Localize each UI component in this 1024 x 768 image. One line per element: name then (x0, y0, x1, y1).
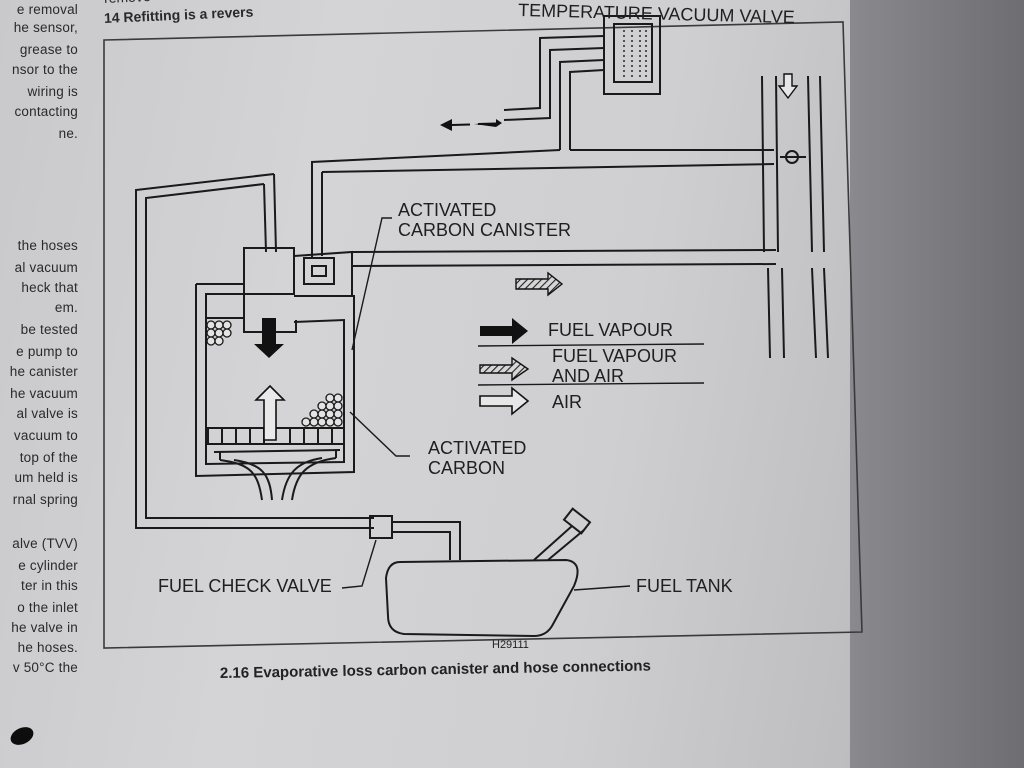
left-column-line: contacting (14, 104, 78, 119)
legend-3-line1: AIR (552, 392, 582, 412)
left-column-line: top of the (19, 450, 78, 465)
left-pointing-arrow (440, 119, 452, 131)
left-text-column: e removal he sensor, grease to nsor to the w… (0, 0, 100, 690)
left-column-line: al valve is (16, 406, 78, 421)
left-column-line: alve (TVV) (12, 536, 78, 551)
legend-hatched-arrow (479, 356, 530, 382)
left-column-line: heck that (21, 280, 78, 295)
book-page (0, 0, 850, 768)
left-column-line: e cylinder (18, 558, 78, 573)
legend-solid-arrow (480, 318, 528, 344)
left-column-line: he vacuum (10, 386, 78, 401)
canister-label-1: ACTIVATED (398, 200, 496, 220)
left-column-line: um held is (14, 470, 78, 485)
legend-2-line1: FUEL VAPOUR (552, 346, 677, 366)
left-column-line: o the inlet (17, 600, 78, 615)
left-column-line: he valve in (11, 620, 78, 635)
left-column-line: wiring is (27, 84, 78, 99)
outline-flow-arrow (254, 384, 286, 441)
left-column-line: e pump to (16, 344, 78, 359)
left-column-line: v 50°C the (12, 660, 78, 675)
diagram-frame (103, 21, 863, 649)
carbon-label-2: CARBON (428, 458, 505, 478)
ref-number: H29111 (492, 639, 529, 651)
fuel-tank-shape (384, 558, 579, 638)
left-column-line: ter in this (21, 578, 78, 593)
opposite-page-edge (850, 0, 1024, 768)
canister-label-2: CARBON CANISTER (398, 220, 571, 240)
left-column-line: rnal spring (12, 492, 78, 507)
left-column-line: em. (54, 300, 78, 315)
left-column-line: he sensor, (13, 20, 78, 35)
down-air-arrow (777, 73, 799, 100)
solid-flow-arrow (254, 318, 284, 358)
tvv-body (603, 15, 661, 95)
legend-outline-arrow (479, 386, 530, 416)
check-valve-label: FUEL CHECK VALVE (158, 576, 332, 596)
legend-2-line2: AND AIR (552, 366, 624, 386)
figure-caption: 2.16 Evaporative loss carbon canister an… (220, 657, 651, 682)
left-column-line: grease to (19, 42, 78, 57)
left-column-line: nsor to the (12, 62, 78, 77)
carbon-label-1: ACTIVATED (428, 438, 526, 458)
tvv-label: TEMPERATURE VACUUM VALVE (518, 0, 795, 27)
left-column-line: e removal (16, 2, 78, 17)
left-column-line: he canister (9, 364, 78, 379)
tvv-inner (613, 23, 653, 83)
hatched-flow-arrow (515, 271, 564, 297)
left-column-line: he hoses. (17, 640, 78, 655)
left-column-line: vacuum to (13, 428, 78, 443)
fuel-tank-label: FUEL TANK (636, 576, 733, 596)
left-column-line: the hoses (17, 238, 78, 253)
legend-1-line1: FUEL VAPOUR (548, 320, 673, 340)
left-column-line: al vacuum (14, 260, 78, 275)
left-column-line: be tested (20, 322, 78, 337)
left-column-line: ne. (58, 126, 78, 141)
